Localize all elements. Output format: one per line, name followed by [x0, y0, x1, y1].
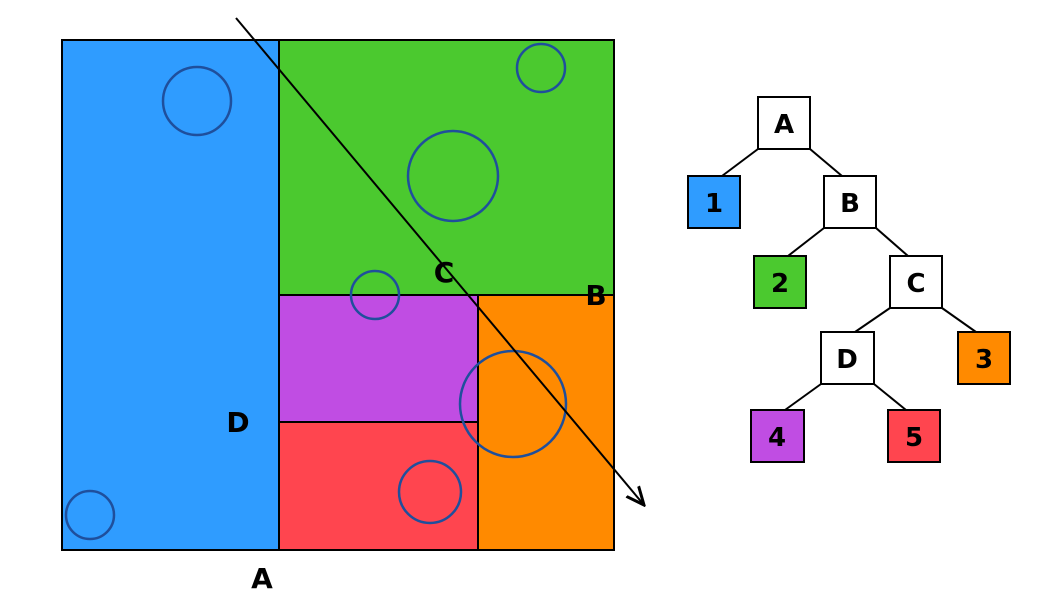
- tree-edge-b-2: [787, 227, 825, 257]
- tree-leaf-4-label: 4: [768, 423, 786, 453]
- tree-leaf-1-label: 1: [705, 189, 723, 219]
- object-circle: [458, 349, 568, 459]
- tree-node-d: D: [820, 331, 875, 385]
- tree-leaf-3: 3: [957, 331, 1011, 385]
- tree-leaf-2: 2: [753, 255, 807, 309]
- tree-edge-d-4: [784, 383, 822, 411]
- object-circle: [406, 129, 500, 223]
- region-3: [477, 294, 615, 551]
- tree-leaf-3-label: 3: [975, 345, 993, 375]
- tree-leaf-5: 5: [887, 409, 941, 463]
- object-circle: [397, 459, 463, 525]
- tree-edge-a-b: [809, 148, 843, 177]
- tree-node-b: B: [823, 175, 877, 229]
- tree-leaf-2-label: 2: [771, 269, 789, 299]
- object-circle: [161, 65, 233, 137]
- tree-node-c: C: [889, 255, 943, 309]
- tree-node-d-label: D: [836, 345, 858, 375]
- split-label-a: A: [251, 562, 273, 595]
- bsp-tree: A B C D 1 2 3 4: [687, 96, 1011, 463]
- tree-node-a-label: A: [774, 110, 794, 140]
- tree-edge-d-5: [873, 383, 907, 411]
- split-label-b: B: [585, 279, 606, 312]
- tree-leaf-5-label: 5: [905, 423, 923, 453]
- scene-objects: [64, 42, 568, 541]
- split-label-c: C: [434, 256, 455, 289]
- tree-edge-c-3: [941, 307, 977, 333]
- space-partition: [61, 39, 615, 551]
- ray-arrow: [235, 17, 644, 505]
- region-2: [278, 39, 615, 296]
- tree-leaf-4: 4: [750, 409, 805, 463]
- tree-edge-b-c: [875, 227, 909, 257]
- tree-edge-a-1: [721, 148, 759, 177]
- region-1: [61, 39, 280, 551]
- region-5: [278, 421, 479, 551]
- tree-edge-c-d: [854, 307, 891, 333]
- split-labels: A B C D: [226, 256, 606, 595]
- tree-node-a: A: [757, 96, 811, 150]
- tree-node-c-label: C: [906, 269, 925, 299]
- object-circle: [515, 42, 567, 94]
- region-4: [278, 294, 479, 423]
- tree-node-b-label: B: [840, 189, 860, 219]
- object-circle: [349, 269, 401, 321]
- tree-leaf-1: 1: [687, 175, 741, 229]
- object-circle: [64, 489, 116, 541]
- tree-edges: [721, 148, 977, 411]
- split-label-d: D: [226, 406, 249, 439]
